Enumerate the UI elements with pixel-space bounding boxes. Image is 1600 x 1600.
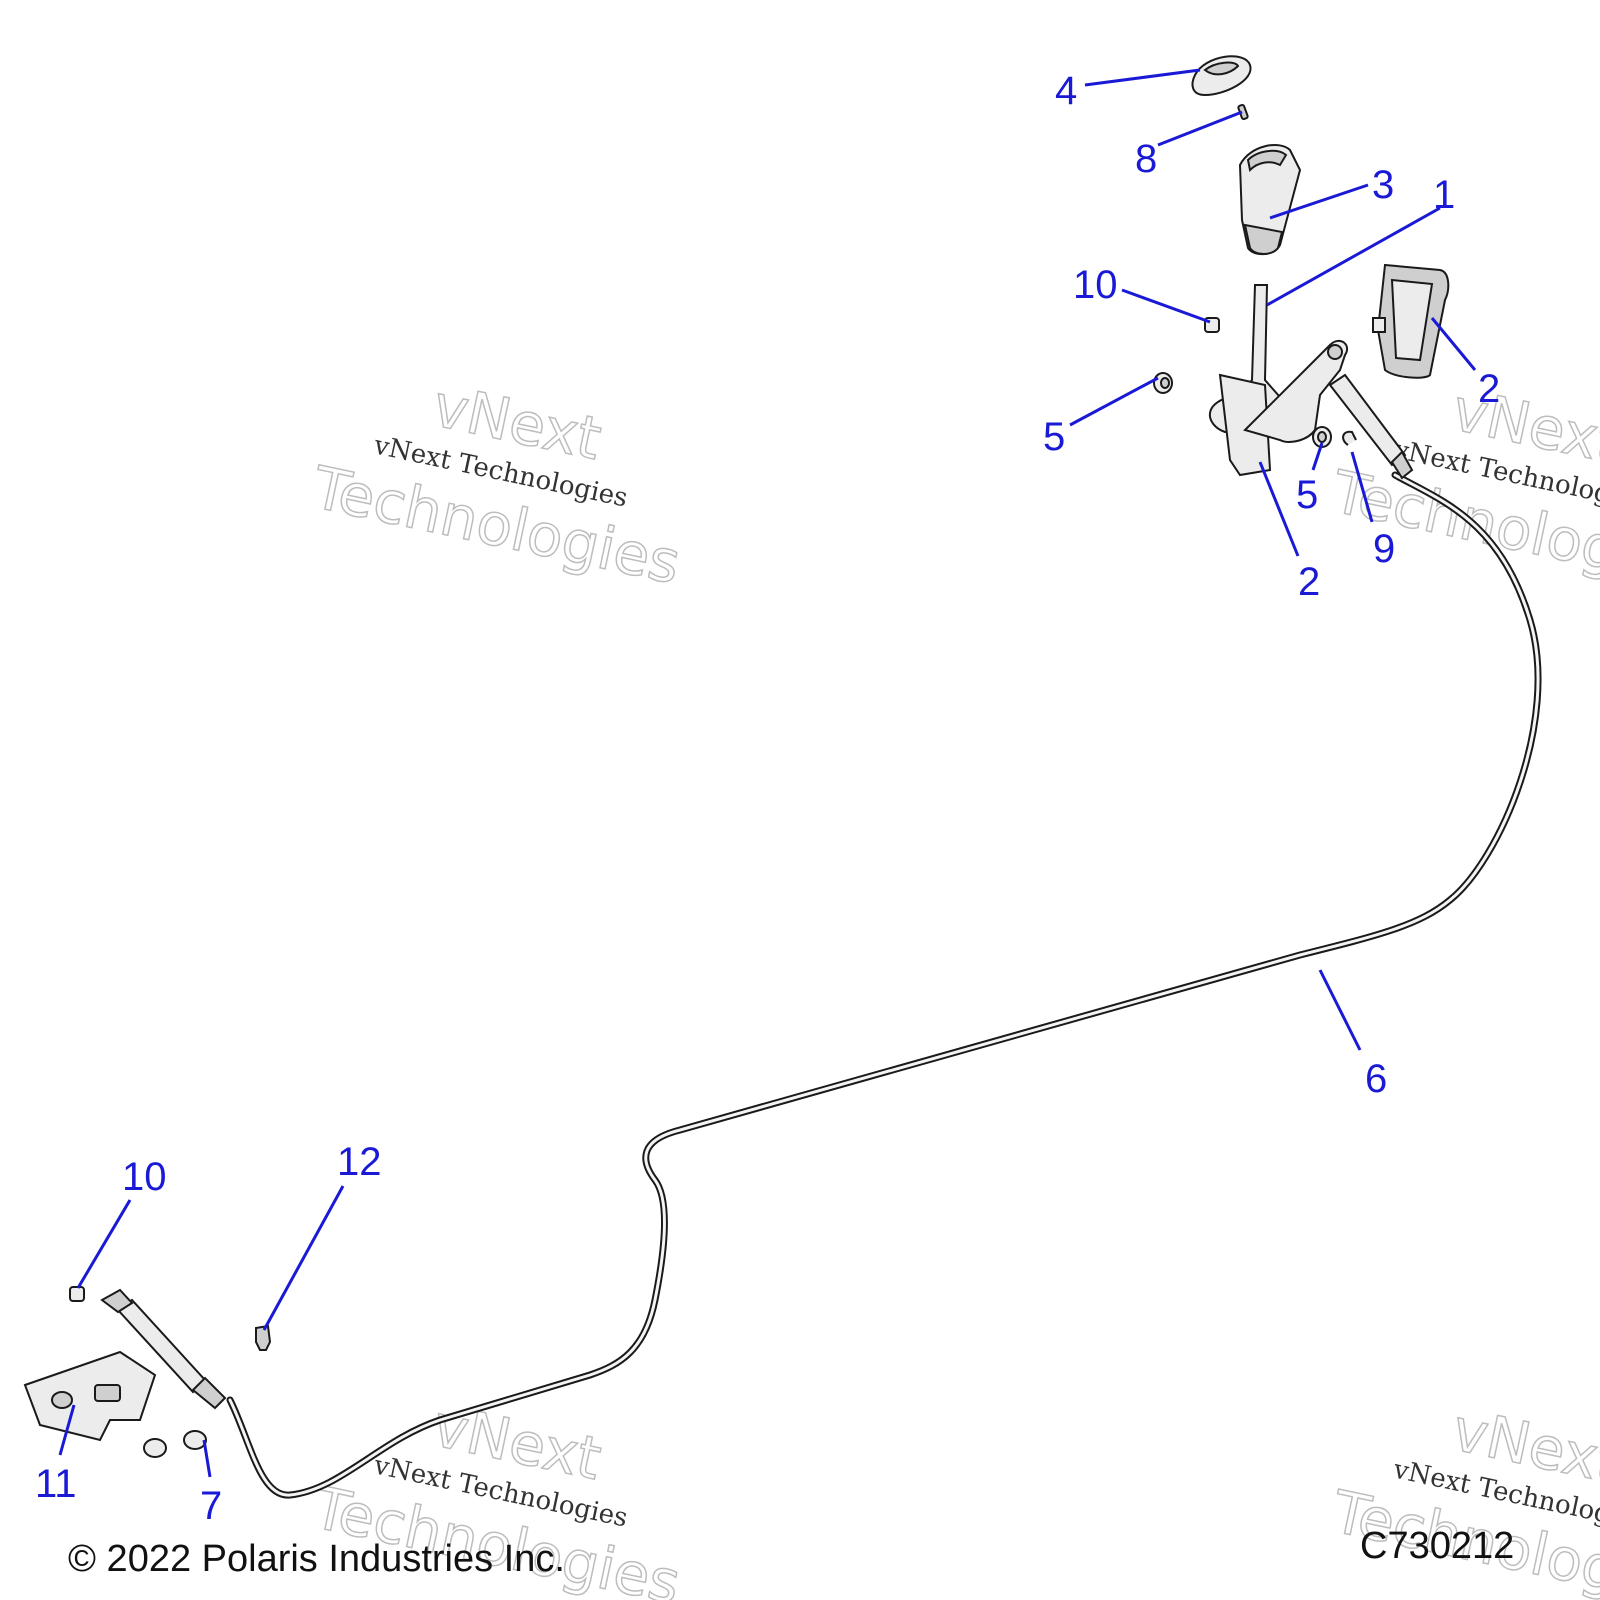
callout-10-top: 10: [1073, 263, 1118, 307]
callout-6: 6: [1365, 1057, 1387, 1101]
bushing-right: [1312, 426, 1332, 448]
leader-1: [1266, 206, 1441, 307]
fastener-left: [143, 1438, 167, 1458]
shift-cable: [226, 471, 1542, 1499]
mounting-bracket: [23, 1350, 157, 1442]
callout-5-left: 5: [1043, 415, 1065, 459]
leader-10-top: [1121, 288, 1211, 324]
callout-7: 7: [200, 1484, 222, 1528]
leader-9: [1350, 451, 1374, 523]
leader-lines: [58, 68, 1477, 1478]
shift-knob: [1238, 144, 1302, 256]
callouts: 4 8 3 1 10 2 5 5 9 2 6 10 12 11 7: [35, 69, 1500, 1528]
leader-2-center: [1258, 461, 1300, 557]
cable-end-top: [1328, 373, 1414, 480]
callout-9: 9: [1373, 527, 1395, 571]
nut-bottom: [69, 1286, 85, 1302]
leader-8: [1157, 110, 1243, 147]
leader-12: [262, 1185, 345, 1331]
leader-2-right: [1430, 317, 1477, 371]
figure-id: C730212: [1360, 1525, 1514, 1567]
cable-end-bottom: [100, 1288, 227, 1410]
copyright-text: © 2022 Polaris Industries Inc.: [68, 1538, 565, 1580]
leader-11: [58, 1404, 76, 1456]
callout-2-center: 2: [1298, 560, 1320, 604]
callout-11: 11: [35, 1462, 77, 1506]
watermark-group-top-left: vNext vNext Technologies Technologies: [306, 371, 687, 598]
leader-6: [1318, 969, 1362, 1051]
callout-2-right: 2: [1478, 367, 1500, 411]
leader-3: [1269, 183, 1369, 220]
callout-8: 8: [1135, 137, 1157, 181]
callout-10-bottom: 10: [122, 1155, 167, 1199]
leader-5-right: [1311, 442, 1324, 471]
callout-3: 3: [1372, 163, 1394, 207]
retaining-clip: [1342, 430, 1357, 446]
leader-4: [1084, 68, 1201, 87]
callout-4: 4: [1055, 69, 1077, 113]
leader-5-left: [1069, 376, 1159, 427]
bushing-left: [1153, 372, 1173, 394]
shift-boot: [1372, 263, 1450, 379]
callout-12: 12: [337, 1140, 382, 1184]
fastener-right: [183, 1430, 207, 1450]
leader-10-bottom: [76, 1199, 132, 1289]
leader-7: [202, 1439, 212, 1478]
knob-cap: [1191, 55, 1252, 97]
callout-5-right: 5: [1296, 473, 1318, 517]
callout-1: 1: [1433, 173, 1455, 217]
push-clip: [255, 1324, 272, 1351]
watermark-group-top-right: vNext vNext Technologies Technologies: [1325, 375, 1600, 602]
lever-bracket: [1218, 339, 1349, 477]
